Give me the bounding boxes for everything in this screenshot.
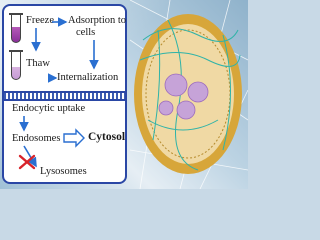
figure-canvas: Freeze Thaw Adsorption to cells Internal… <box>0 0 248 189</box>
process-panel: Freeze Thaw Adsorption to cells Internal… <box>2 4 127 184</box>
test-tube-icon <box>9 50 23 80</box>
vesicle-cluster <box>158 73 209 120</box>
step-adsorption-cont: cells <box>76 27 96 38</box>
vesicle-4 <box>158 100 174 116</box>
red-x-icon <box>18 154 36 170</box>
step-cytosol: Cytosol <box>88 131 126 143</box>
step-freeze: Freeze <box>26 15 54 26</box>
vesicle-3 <box>176 100 196 120</box>
cell-membrane-bar <box>4 91 125 101</box>
step-endosomes: Endosomes <box>12 133 61 144</box>
step-thaw: Thaw <box>26 58 50 69</box>
vesicle-2 <box>187 81 209 103</box>
flow-arrows <box>18 17 99 170</box>
test-tube-icon <box>9 13 23 43</box>
cell-illustration <box>134 14 242 174</box>
step-lysosomes: Lysosomes <box>40 166 87 177</box>
vesicle-1 <box>164 73 188 97</box>
step-adsorption: Adsorption to <box>68 15 127 26</box>
filament-network <box>139 19 241 171</box>
step-endocytic: Endocytic uptake <box>12 103 86 114</box>
step-internalization: Internalization <box>57 72 119 83</box>
arrow-to-lysosomes <box>23 145 37 168</box>
hollow-arrow-to-cytosol <box>63 128 85 148</box>
